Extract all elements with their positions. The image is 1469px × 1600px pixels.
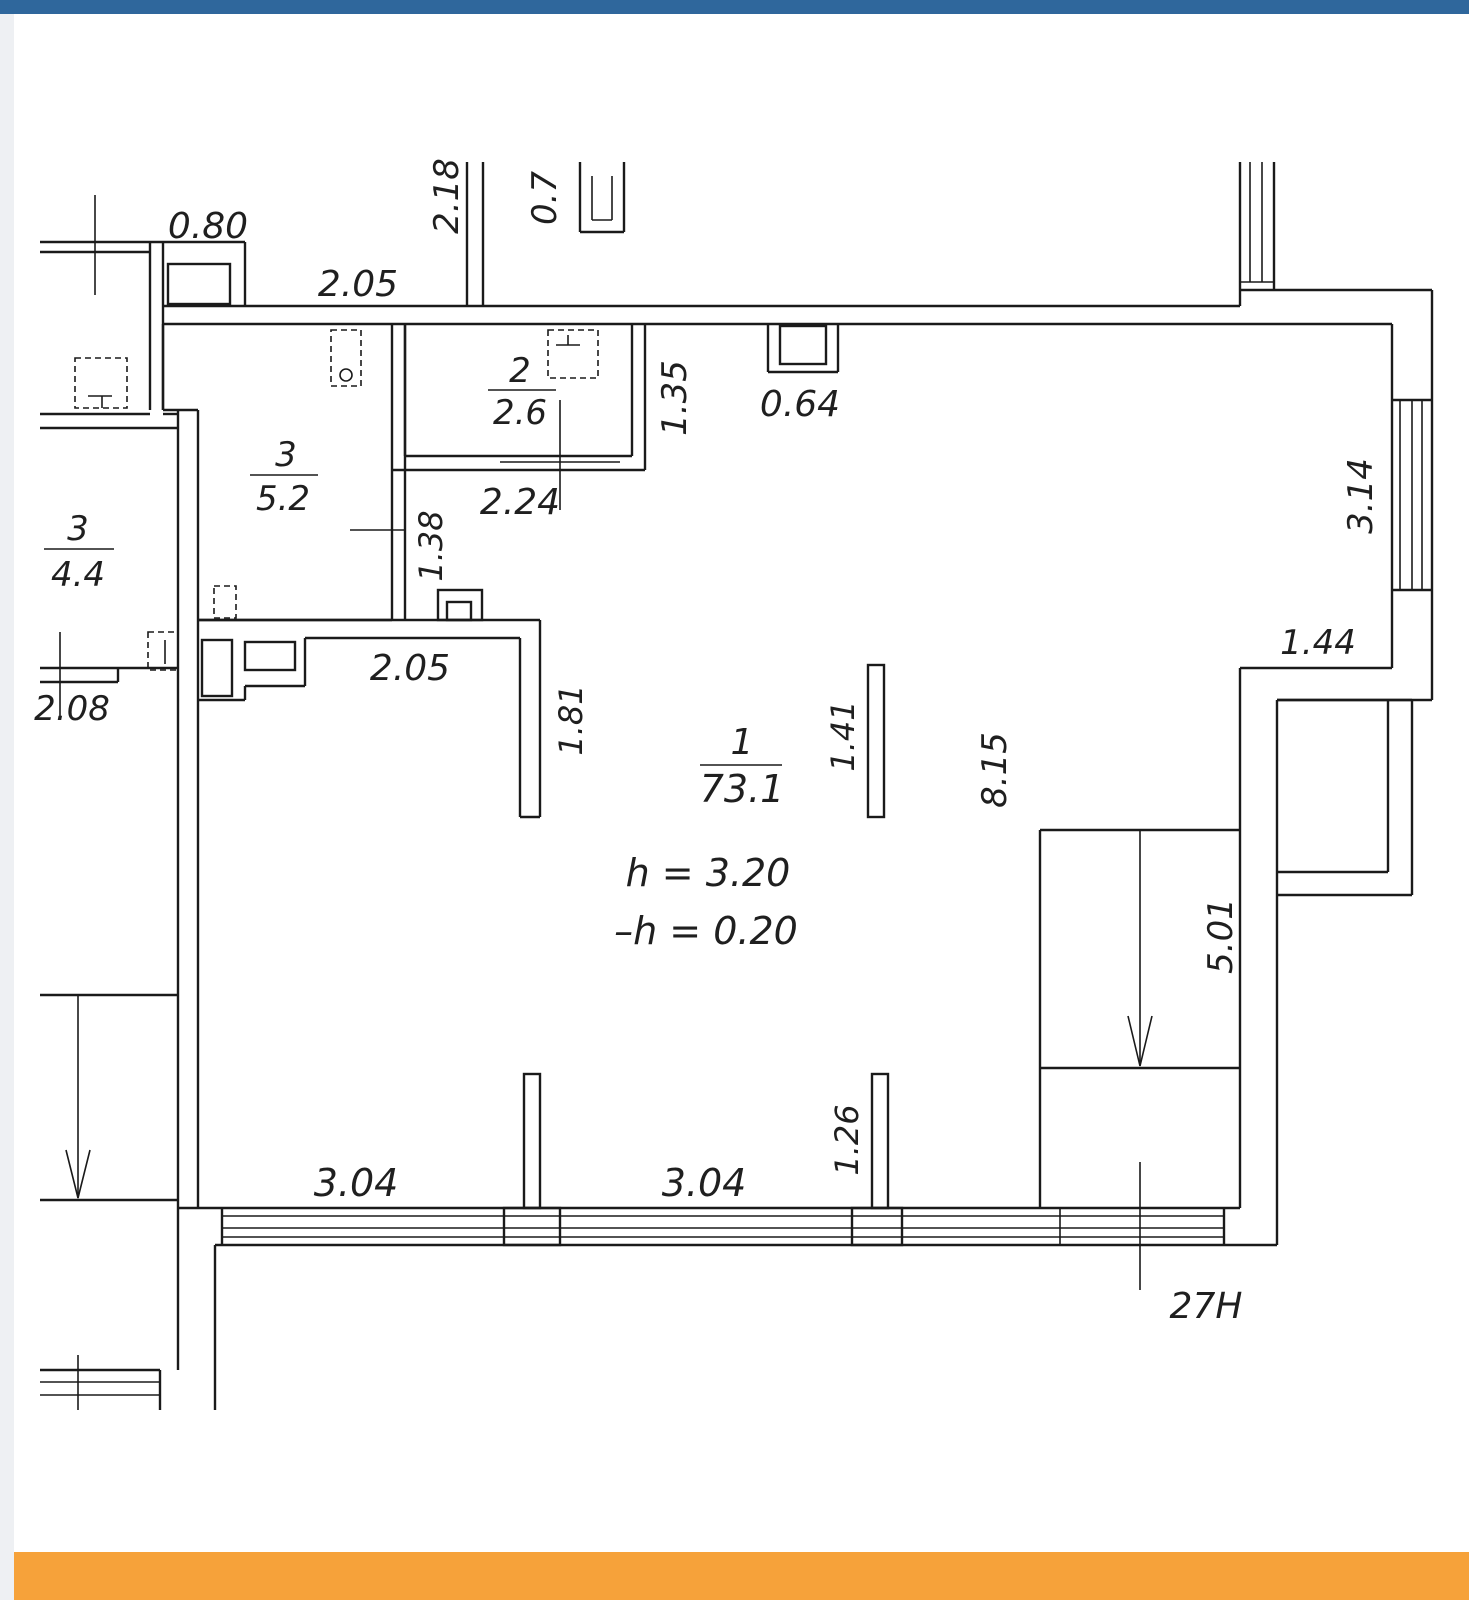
dim-1-38: 1.38 bbox=[412, 510, 450, 581]
floor-plan-sheet bbox=[14, 14, 1469, 1584]
main-walls bbox=[163, 288, 1434, 1410]
room-3b-number: 3 bbox=[67, 509, 89, 549]
room-1-area: 73.1 bbox=[700, 767, 785, 811]
dim-0-64: 0.64 bbox=[760, 384, 840, 425]
room-labels: 1 73.1 2 2.6 3 5.2 3 4.4 h = 3.20 –h = 0… bbox=[44, 351, 1242, 1327]
dim-3-14: 3.14 bbox=[1341, 458, 1381, 534]
dim-2-08: 2.08 bbox=[34, 689, 110, 729]
dim-2-18: 2.18 bbox=[427, 158, 467, 234]
dim-3-04-right: 3.04 bbox=[662, 1161, 747, 1205]
room-3-number: 3 bbox=[275, 435, 297, 475]
hall-partition bbox=[147, 588, 542, 819]
dim-8-15: 8.15 bbox=[975, 732, 1015, 808]
dim-0-7: 0.7 bbox=[525, 171, 565, 225]
dimension-labels: 0.80 2.05 2.18 0.7 1.35 0.64 3.14 2.24 1… bbox=[34, 158, 1381, 1205]
axis-mark: 27H bbox=[1170, 1286, 1243, 1327]
bottom-accent-bar bbox=[14, 1552, 1469, 1600]
room-3-area: 5.2 bbox=[256, 479, 310, 519]
room-1-number: 1 bbox=[731, 722, 754, 763]
dim-0-80: 0.80 bbox=[168, 206, 248, 247]
dim-2-05-mid: 2.05 bbox=[370, 648, 450, 689]
dim-1-44: 1.44 bbox=[1280, 623, 1356, 663]
shafts-and-niches bbox=[465, 162, 1276, 374]
dim-1-41: 1.41 bbox=[824, 700, 862, 771]
dim-2-24: 2.24 bbox=[480, 482, 560, 523]
annex-top-left bbox=[40, 195, 247, 430]
dim-1-35: 1.35 bbox=[655, 360, 695, 436]
dim-5-01: 5.01 bbox=[1201, 898, 1241, 974]
dim-2-05-top: 2.05 bbox=[318, 264, 398, 305]
room-2-number: 2 bbox=[509, 351, 531, 391]
dim-1-26: 1.26 bbox=[828, 1104, 866, 1175]
dim-3-04-left: 3.04 bbox=[314, 1161, 399, 1205]
room-2-area: 2.6 bbox=[493, 393, 547, 433]
dim-1-81: 1.81 bbox=[552, 684, 590, 755]
room-3b-area: 4.4 bbox=[51, 555, 105, 595]
room-2-6 bbox=[392, 324, 647, 510]
left-neighbour bbox=[40, 632, 178, 1410]
windows bbox=[220, 398, 1432, 1247]
top-accent-bar bbox=[0, 0, 1469, 14]
ceiling-height: h = 3.20 bbox=[626, 851, 791, 895]
loggia bbox=[1038, 698, 1414, 1290]
floor-offset: –h = 0.20 bbox=[614, 909, 798, 953]
